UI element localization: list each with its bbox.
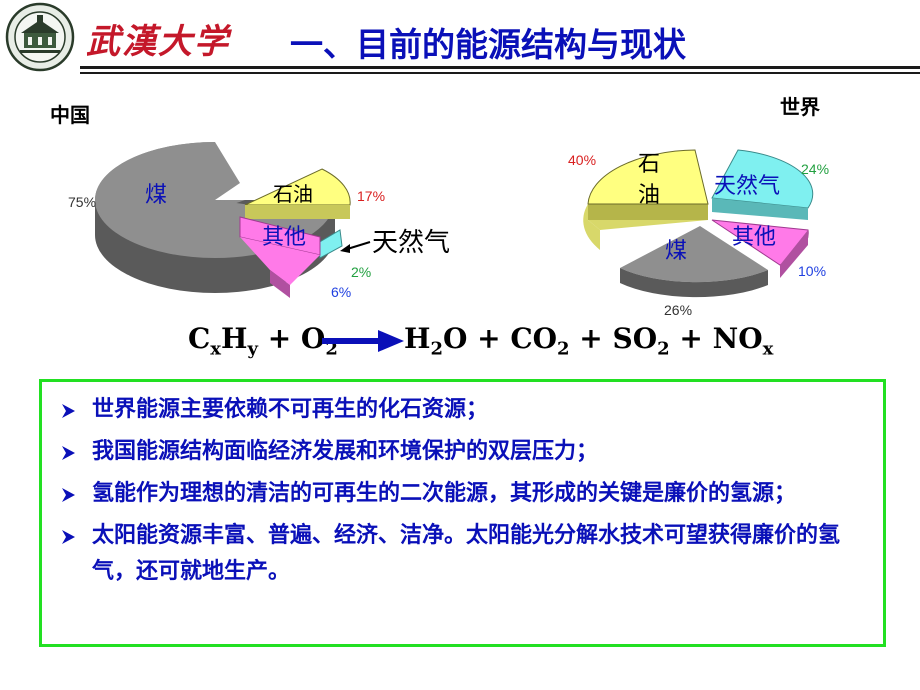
page-title: 一、目前的能源结构与现状 — [290, 25, 686, 64]
university-calligraphy: 武漢大学 — [86, 22, 230, 62]
world-oil-name-1: 石 — [638, 151, 660, 176]
china-gas-name: 天然气 — [372, 228, 450, 257]
china-other-pct: 6% — [331, 284, 351, 300]
arrow-bullet-icon — [62, 404, 75, 418]
list-item: 太阳能资源丰富、普遍、经济、洁净。太阳能光分解水技术可望获得廉价的氢气，还可就地… — [60, 518, 880, 590]
world-oil-name-2: 油 — [638, 182, 660, 207]
world-slice-other — [711, 219, 809, 278]
world-slice-gas — [711, 149, 814, 220]
china-slice-oil — [244, 168, 351, 219]
arrow-bullet-icon — [62, 488, 75, 502]
world-gas-pct: 24% — [801, 161, 829, 177]
china-oil-pct: 17% — [357, 188, 385, 204]
list-item: 我国能源结构面临经济发展和环境保护的双层压力； — [60, 434, 880, 470]
china-other-name: 其他 — [262, 224, 306, 249]
bullet-list: 世界能源主要依赖不可再生的化石资源； 我国能源结构面临经济发展和环境保护的双层压… — [60, 392, 880, 596]
world-oil-pct: 40% — [568, 152, 596, 168]
china-oil-name: 石油 — [273, 183, 313, 206]
list-item: 世界能源主要依赖不可再生的化石资源； — [60, 392, 880, 428]
china-coal-name: 煤 — [145, 182, 167, 207]
world-gas-name: 天然气 — [714, 173, 780, 198]
reaction-rhs: H2O + CO2 + SO2 + NOx — [404, 322, 774, 360]
list-item: 氢能作为理想的清洁的可再生的二次能源，其形成的关键是廉价的氢源； — [60, 476, 880, 512]
world-slice-oil — [583, 149, 709, 250]
world-coal-name: 煤 — [665, 238, 687, 263]
world-coal-pct: 26% — [664, 302, 692, 318]
reaction-arrow-icon — [322, 330, 404, 352]
world-other-pct: 10% — [798, 263, 826, 279]
world-slice-coal — [620, 226, 768, 298]
header-divider-thin — [80, 72, 920, 74]
world-chart-label: 世界 — [780, 96, 820, 119]
university-logo-icon — [5, 2, 75, 72]
reaction-lhs: CxHy + O2 — [188, 322, 338, 360]
china-slice-other — [239, 216, 321, 298]
arrow-bullet-icon — [62, 446, 75, 460]
gas-pointer-arrowhead-icon — [340, 244, 350, 253]
key-points-box: 世界能源主要依赖不可再生的化石资源； 我国能源结构面临经济发展和环境保护的双层压… — [39, 379, 886, 647]
china-gas-pct: 2% — [351, 264, 371, 280]
header-divider — [80, 66, 920, 69]
world-other-name: 其他 — [732, 224, 776, 249]
china-coal-pct: 75% — [68, 194, 96, 210]
slide-header: 武漢大学 一、目前的能源结构与现状 — [0, 0, 920, 76]
energy-pie-charts: 中国 煤 75% 石油 17% 其他 天然气 2% 6% 世界 — [50, 96, 829, 318]
china-chart-label: 中国 — [50, 103, 90, 127]
arrow-bullet-icon — [62, 530, 75, 544]
